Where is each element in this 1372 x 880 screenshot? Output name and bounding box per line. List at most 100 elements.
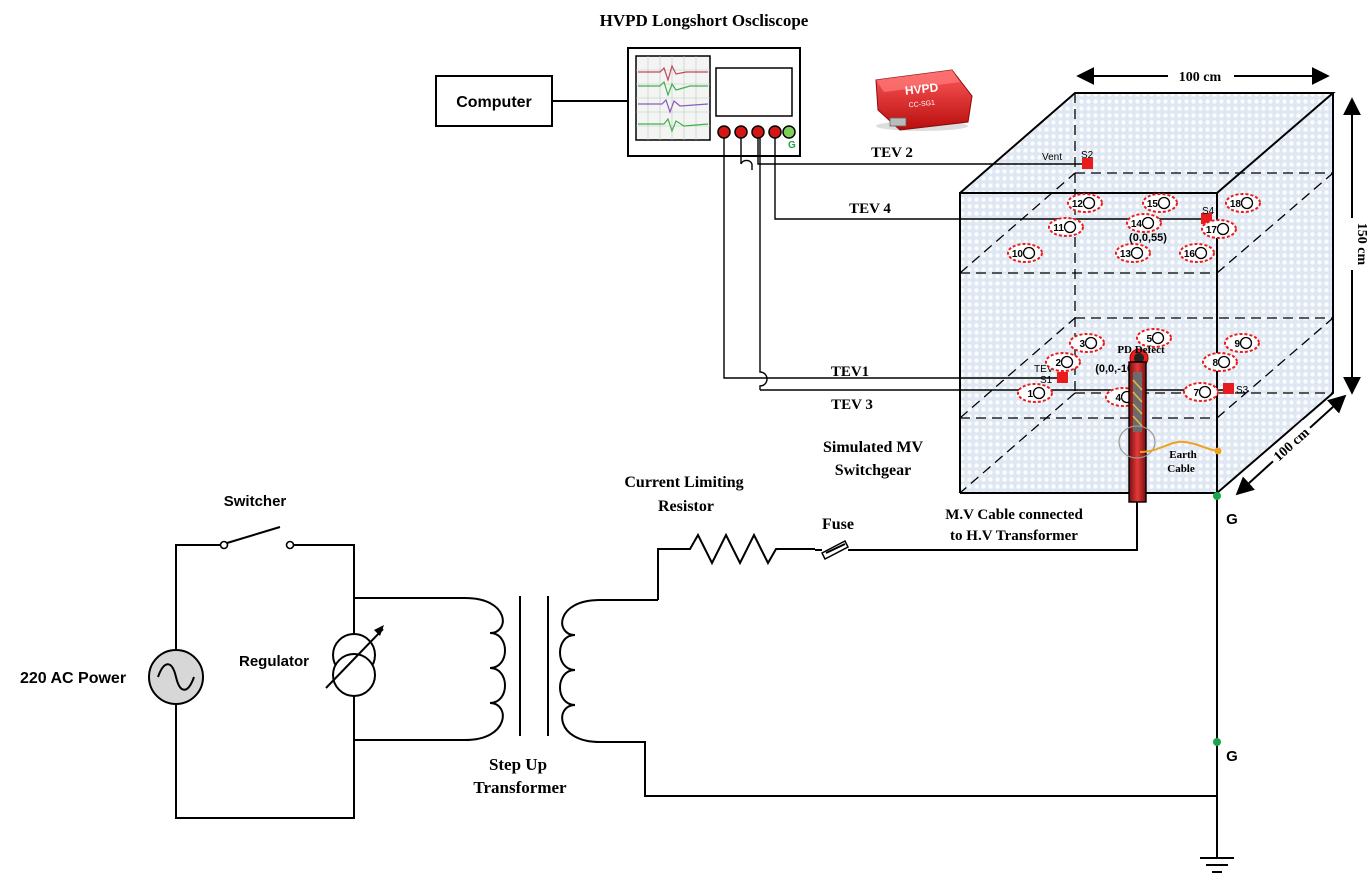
channel-3-terminal xyxy=(751,125,765,139)
trace-green xyxy=(638,80,708,97)
trace-green-2 xyxy=(638,117,709,133)
tev4-label: TEV 4 xyxy=(849,201,891,217)
sensor-14: 14 xyxy=(1126,213,1162,233)
ground-node-1 xyxy=(1213,492,1221,500)
ground-node-2 xyxy=(1213,738,1221,746)
sensor-11-label: 11 xyxy=(1053,223,1064,234)
transformer-label-1: Step Up xyxy=(489,755,547,774)
sensor-12: 12 xyxy=(1067,193,1103,213)
width-label: 100 cm xyxy=(1179,70,1222,85)
s3-label: S3 xyxy=(1236,385,1249,396)
ground-label-2: G xyxy=(1226,748,1238,765)
oscilloscope-panel xyxy=(715,67,793,117)
sensor-15: 15 xyxy=(1142,193,1178,213)
sensor-2-label: 2 xyxy=(1055,358,1061,369)
switcher-label: Switcher xyxy=(224,493,287,510)
sensor-13-label: 13 xyxy=(1120,249,1132,260)
sensor-3-label: 3 xyxy=(1079,339,1085,350)
device-model: CC-SG1 xyxy=(908,100,935,110)
tev1-label: TEV1 xyxy=(831,364,869,380)
sensor-5-label: 5 xyxy=(1146,334,1152,345)
switch-right-wire xyxy=(290,544,355,598)
pd-defect: PD Defect (0,0,-10) xyxy=(1095,344,1165,375)
transformer-label-2: Transformer xyxy=(473,778,567,797)
trace-purple xyxy=(638,98,709,114)
vent-label: Vent xyxy=(1042,152,1062,163)
resistor-label-2: Resistor xyxy=(658,498,714,515)
device-brand: HVPD xyxy=(904,80,939,97)
tev-sensor-s3 xyxy=(1223,383,1234,394)
sensor-12-label: 12 xyxy=(1072,199,1084,210)
mv-cable-label-1: M.V Cable connected xyxy=(945,507,1083,523)
earth-connection-point xyxy=(1214,447,1222,455)
ac-power-source xyxy=(148,649,204,705)
computer: Computer xyxy=(435,75,553,127)
hv-line-to-fuse xyxy=(848,502,1138,551)
earth-ground-symbol xyxy=(1200,857,1234,873)
hvpd-device: HVPD CC-SG1 xyxy=(875,69,973,131)
switch-left-wire xyxy=(175,544,222,652)
sensor-2: 2 xyxy=(1045,352,1081,372)
sensor-15-label: 15 xyxy=(1147,199,1159,210)
switcher xyxy=(219,526,295,550)
upper-coordinate: (0,0,55) xyxy=(1129,232,1167,244)
s1-label: S1 xyxy=(1040,375,1053,386)
tev3-drop-wire xyxy=(759,138,768,390)
computer-label: Computer xyxy=(456,94,532,111)
channel-2-terminal xyxy=(734,125,748,139)
tev-s1-label: TEV xyxy=(1034,364,1054,375)
resistor-label-1: Current Limiting xyxy=(624,474,743,491)
sensor-7-label: 7 xyxy=(1193,388,1199,399)
sensor-18-label: 18 xyxy=(1230,199,1242,210)
earth-cable-label-2: Cable xyxy=(1167,463,1195,475)
sensor-8-label: 8 xyxy=(1212,358,1218,369)
ground-terminal-label: G xyxy=(788,140,796,151)
mv-cable-label-2: to H.V Transformer xyxy=(950,528,1078,544)
sensor-10: 10 xyxy=(1007,243,1043,263)
tev3-label: TEV 3 xyxy=(831,397,873,413)
tev-sensor-s1 xyxy=(1057,372,1068,383)
pd-defect-label: PD Defect xyxy=(1117,344,1165,356)
earth-cable-label-1: Earth xyxy=(1169,449,1197,461)
current-limiting-resistor xyxy=(657,532,815,600)
sensor-16-label: 16 xyxy=(1184,249,1196,260)
sensor-8: 8 xyxy=(1202,352,1238,372)
sensor-7: 7 xyxy=(1183,382,1219,402)
sensor-1: 1 xyxy=(1017,383,1053,403)
s4-label: S4 xyxy=(1202,206,1215,217)
sensor-13: 13 xyxy=(1115,243,1151,263)
pd-coordinate: (0,0,-10) xyxy=(1095,363,1137,375)
regulator xyxy=(325,598,384,740)
sensor-17: 17 xyxy=(1201,219,1237,239)
channel-1-terminal xyxy=(717,125,731,139)
sensor-9-label: 9 xyxy=(1234,339,1240,350)
sensor-14-label: 14 xyxy=(1131,219,1143,230)
switchgear-label-1: Simulated MV xyxy=(823,439,923,456)
mv-cable xyxy=(1118,361,1156,503)
sensor-1-label: 1 xyxy=(1027,389,1033,400)
trace-red xyxy=(638,64,708,83)
switchgear-cube xyxy=(959,92,1336,494)
step-up-transformer xyxy=(354,596,1217,797)
switchgear-label-2: Switchgear xyxy=(835,462,911,479)
power-return-wire xyxy=(175,702,355,819)
regulator-label: Regulator xyxy=(239,653,309,670)
tev2-label: TEV 2 xyxy=(871,145,913,161)
oscilloscope: G xyxy=(627,47,801,157)
earth-cable xyxy=(1139,440,1219,453)
height-label: 150 cm xyxy=(1354,223,1369,266)
sensor-5: 5 xyxy=(1136,328,1172,348)
sensor-11: 11 xyxy=(1048,217,1084,237)
sensor-16: 16 xyxy=(1179,243,1215,263)
tev-sensor-s4 xyxy=(1201,213,1212,224)
sensor-9: 9 xyxy=(1224,333,1260,353)
channel-4-terminal xyxy=(768,125,782,139)
sensor-17-label: 17 xyxy=(1206,225,1218,236)
fuse-label: Fuse xyxy=(822,516,854,533)
sensor-10-label: 10 xyxy=(1012,249,1024,260)
oscilloscope-title: HVPD Longshort Oscliscope xyxy=(600,11,809,30)
ground-terminal xyxy=(782,125,796,139)
power-label: 220 AC Power xyxy=(20,670,126,687)
